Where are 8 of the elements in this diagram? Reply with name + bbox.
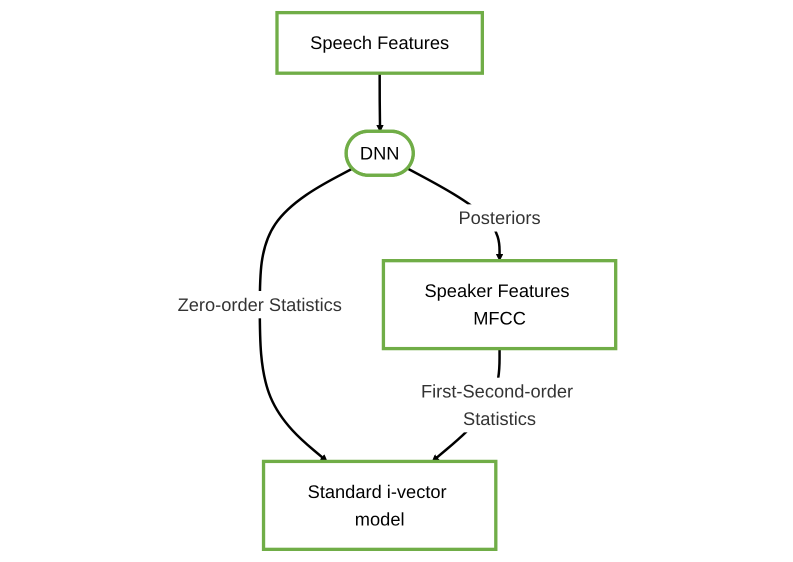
- edge-label: Zero-order Statistics: [177, 294, 342, 316]
- edge-label: Posteriors: [458, 208, 540, 228]
- edge-label: First-Second-order Statistics: [420, 380, 573, 430]
- node-box: Speaker Features MFCC: [382, 259, 618, 350]
- node-box: Standard i-vector model: [262, 460, 498, 551]
- arrow: [258, 168, 353, 462]
- arrow: [376, 73, 384, 132]
- node-box: Speech Features: [275, 10, 484, 75]
